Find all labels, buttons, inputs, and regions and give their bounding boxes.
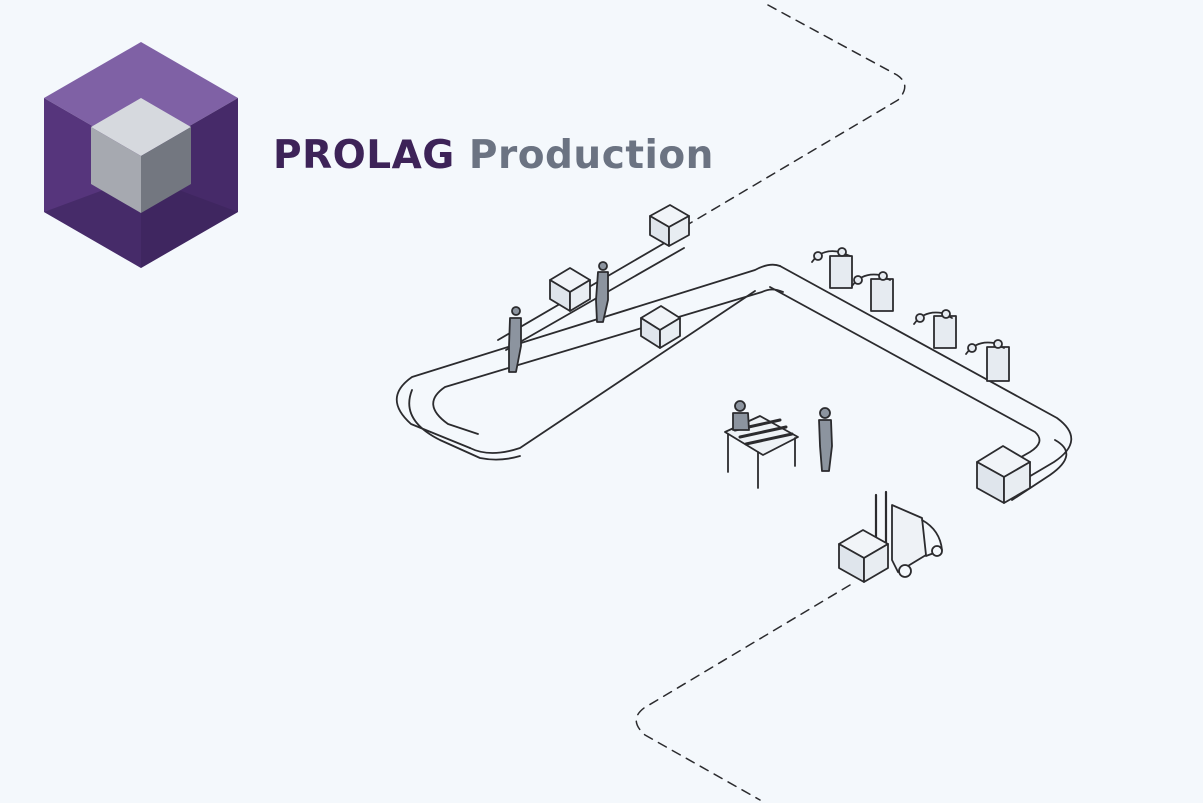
prolag-logo-icon	[44, 42, 238, 268]
worker-icon	[818, 407, 833, 472]
box-icon	[976, 445, 1031, 504]
box-icon	[549, 267, 591, 312]
worker-icon	[508, 306, 522, 373]
robot-arm-icon	[811, 247, 853, 289]
route-top-dashed	[681, 4, 906, 229]
robot-arm-icon	[965, 339, 1010, 382]
product-name: Production	[468, 133, 714, 178]
box-icon	[649, 204, 690, 247]
box-icon	[640, 305, 681, 349]
box-icon	[838, 529, 889, 583]
forklift-icon	[838, 490, 943, 583]
conveyor-belt-icon	[395, 233, 1073, 501]
app-title: PROLAG Production	[273, 133, 714, 179]
brand-name: PROLAG	[273, 133, 455, 178]
worker-icon	[732, 400, 750, 431]
robot-arm-icon	[851, 271, 894, 312]
robot-arm-icon	[913, 309, 957, 349]
route-bottom-dashed	[635, 584, 851, 801]
worker-icon	[595, 261, 609, 323]
